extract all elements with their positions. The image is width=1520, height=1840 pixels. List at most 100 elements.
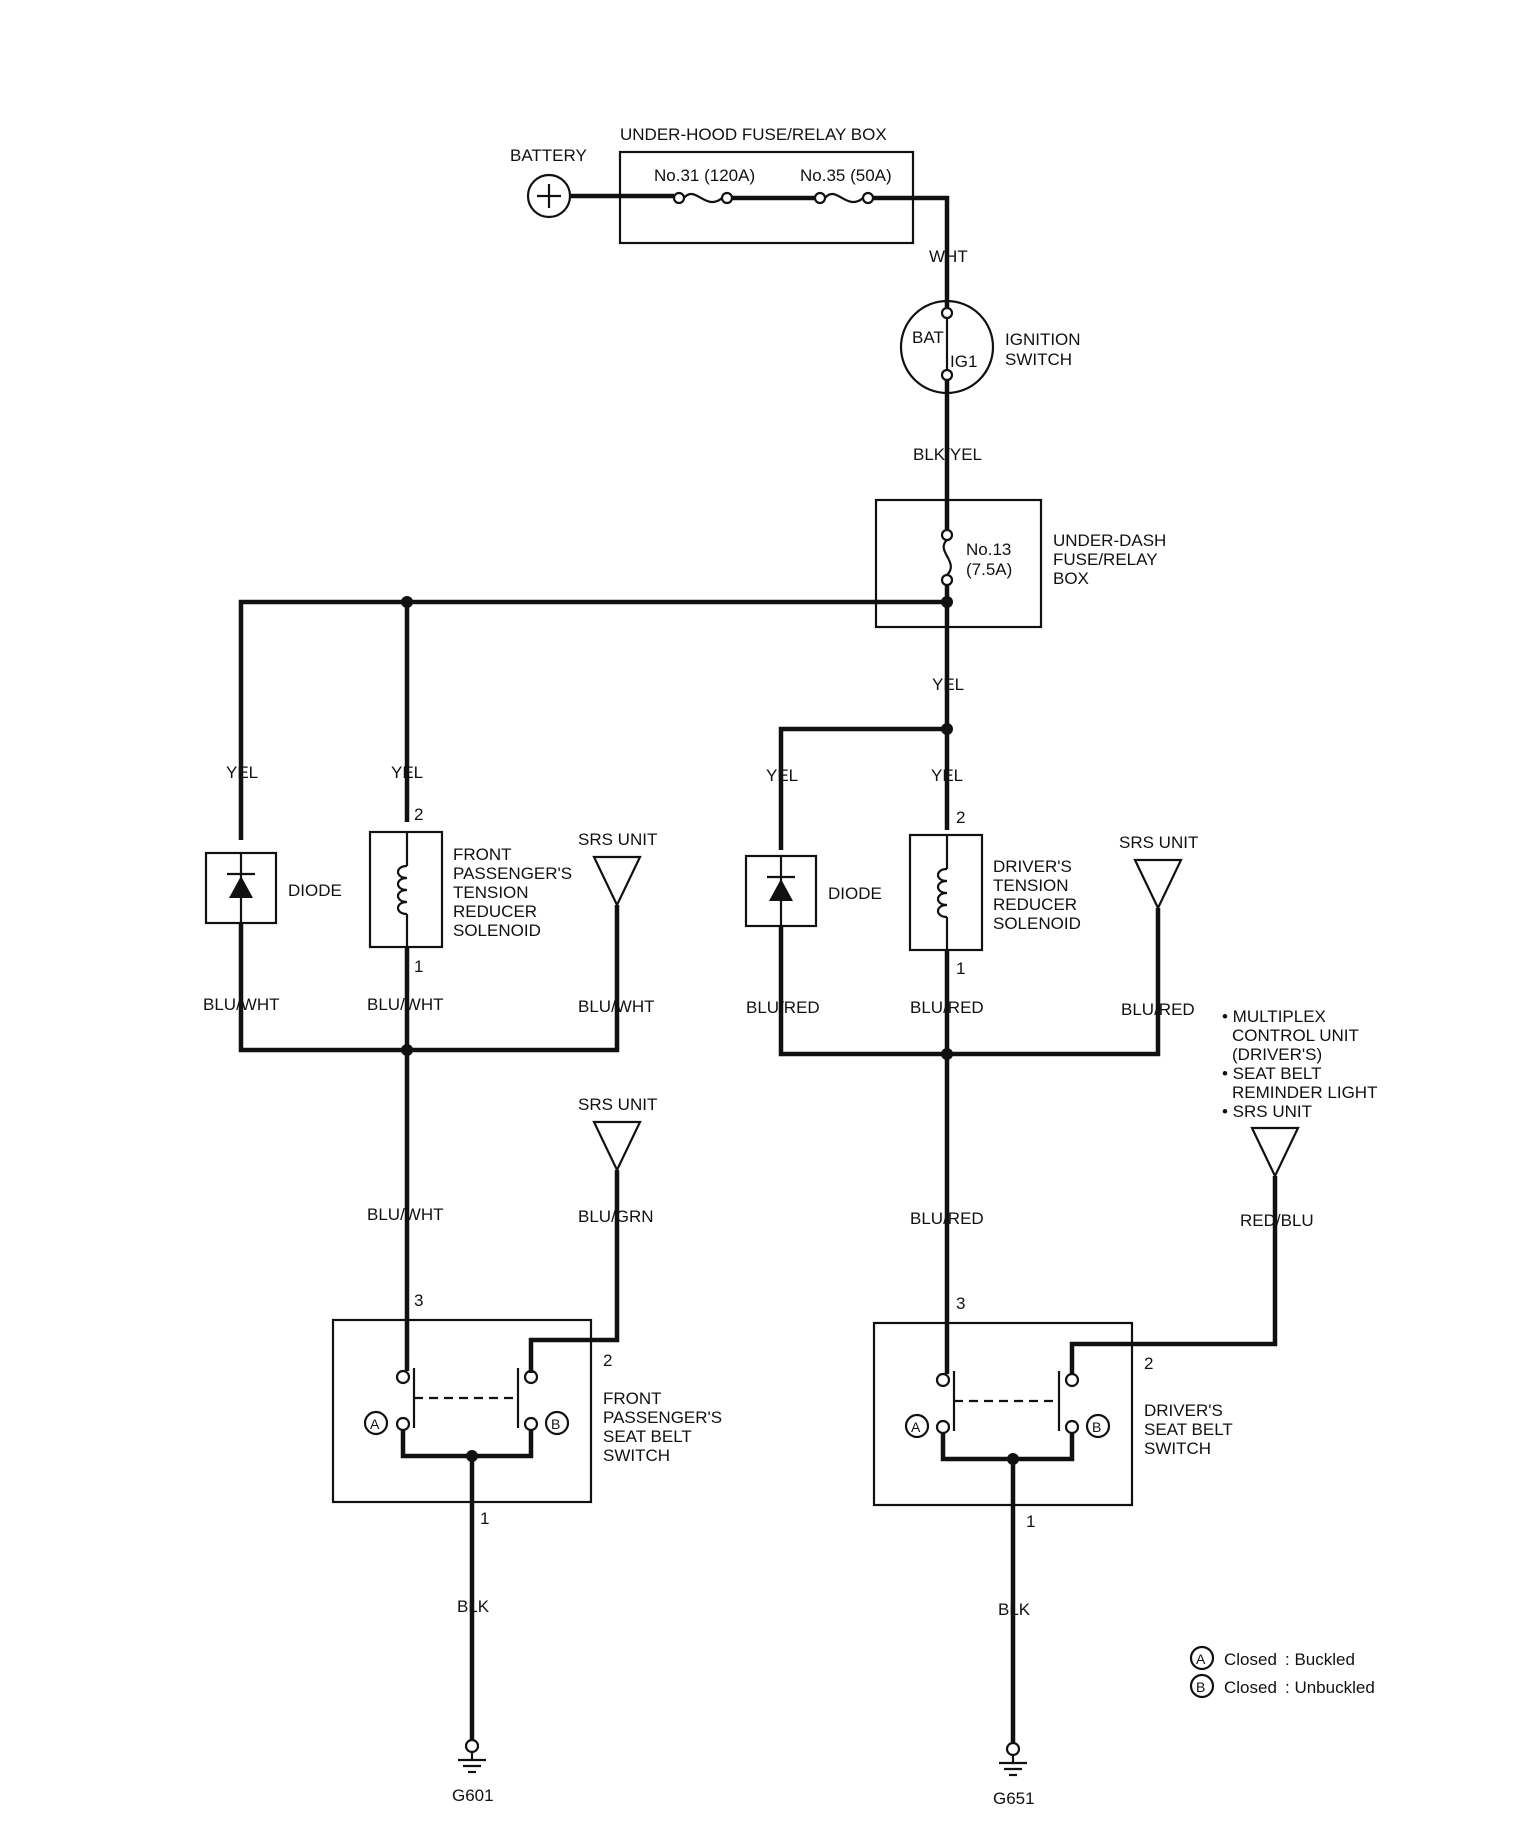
terminal-a-label: A [911, 1419, 921, 1435]
wire-yel-driver-diode [778, 726, 947, 850]
pin-number: 2 [956, 808, 965, 827]
srs-unit-label: SRS UNIT [578, 830, 657, 849]
passenger-seat-belt-switch: 3 2 1 A B FRONT PASSENGER'S SEAT BELT SW… [331, 1291, 722, 1528]
legend-b-marker: B [1196, 1679, 1205, 1695]
wire-label-yel: YEL [931, 766, 963, 785]
fuse-35-terminal [861, 191, 875, 205]
under-dash-label-2: FUSE/RELAY [1053, 550, 1158, 569]
terminal-b-label: B [1092, 1419, 1101, 1435]
ground-label: G651 [993, 1789, 1035, 1808]
srs-unit-label: SRS UNIT [578, 1095, 657, 1114]
wire-label-blu-wht: BLU/WHT [578, 997, 655, 1016]
solenoid-label: TENSION [453, 883, 529, 902]
driver-diode: DIODE [744, 854, 882, 928]
wire-label-blu-red: BLU/RED [746, 998, 820, 1017]
fuse-35-terminal [813, 191, 827, 205]
fuse-31-terminal [720, 191, 734, 205]
switch-label: FRONT [603, 1389, 662, 1408]
wire-label-blu-red: BLU/RED [910, 1209, 984, 1228]
solenoid-label: REDUCER [993, 895, 1077, 914]
terminal-b-icon [1189, 1673, 1215, 1699]
fuse-13-terminal [940, 573, 954, 587]
under-dash-fuse-relay-box: No.13 (7.5A) UNDER-DASH FUSE/RELAY BOX [874, 498, 1166, 629]
driver-tension-reducer-solenoid: 2 1 DRIVER'S TENSION REDUCER SOLENOID [908, 808, 1081, 978]
terminal-a-label: A [370, 1416, 380, 1432]
switch-label: SEAT BELT [603, 1427, 692, 1446]
connector-triangle-icon [1250, 1126, 1300, 1179]
wire-label-yel: YEL [766, 766, 798, 785]
switch-label: SWITCH [1144, 1439, 1211, 1458]
switch-label: DRIVER'S [1144, 1401, 1223, 1420]
fuse-13-rating: (7.5A) [966, 560, 1012, 579]
driver-srs-unit-1: SRS UNIT [1119, 833, 1198, 911]
srs-unit-label: SRS UNIT [1119, 833, 1198, 852]
wire-label-blk: BLK [457, 1597, 490, 1616]
wire-label-yel: YEL [226, 763, 258, 782]
wire-label-blu-wht: BLU/WHT [203, 995, 280, 1014]
solenoid-label: REDUCER [453, 902, 537, 921]
diode-label: DIODE [828, 884, 882, 903]
battery-label: BATTERY [510, 146, 587, 165]
coil-icon [396, 864, 408, 916]
fuse-31-icon [683, 192, 723, 204]
wire-label-yel: YEL [932, 675, 964, 694]
solenoid-label: SOLENOID [453, 921, 541, 940]
pin-number: 1 [956, 959, 965, 978]
ignition-switch: BAT IG1 IGNITION SWITCH [899, 299, 1081, 395]
terminal-b-icon [1085, 1413, 1111, 1439]
wire-label-blu-wht: BLU/WHT [367, 1205, 444, 1224]
fuse-31-label: No.31 (120A) [654, 166, 755, 185]
connector-triangle-icon [592, 855, 642, 908]
legend: A Closed : Buckled B Closed : Unbuckled [1189, 1645, 1375, 1699]
multiplex-label: CONTROL UNIT [1232, 1026, 1359, 1045]
passenger-srs-unit-2: SRS UNIT [578, 1095, 657, 1173]
solenoid-label: FRONT [453, 845, 512, 864]
legend-a-marker: A [1196, 1651, 1206, 1667]
wire-blu-wht-passenger-bus [238, 905, 620, 1053]
fuse-13-terminal [940, 528, 954, 542]
multiplex-label: • SEAT BELT [1222, 1064, 1322, 1083]
legend-b-state: Closed [1224, 1678, 1277, 1697]
wire-red-blu [1069, 1176, 1278, 1376]
connector-triangle-icon [592, 1120, 642, 1173]
pin-number: 2 [603, 1351, 612, 1370]
junction [941, 1048, 953, 1060]
coil-icon [936, 867, 948, 919]
multiplex-label: • MULTIPLEX [1222, 1007, 1326, 1026]
wire-label-blk-yel: BLK/YEL [913, 445, 982, 464]
pin-number: 1 [1026, 1512, 1035, 1531]
ig1-terminal-label: IG1 [950, 352, 977, 371]
terminal-a-icon [904, 1413, 930, 1439]
pin-number: 2 [1144, 1354, 1153, 1373]
fuse-31-terminal [672, 191, 686, 205]
junction [941, 596, 953, 608]
under-dash-label: UNDER-DASH [1053, 531, 1166, 550]
switch-label: PASSENGER'S [603, 1408, 722, 1427]
wire-wht [873, 195, 950, 308]
under-dash-label-3: BOX [1053, 569, 1089, 588]
pin-number: 3 [956, 1294, 965, 1313]
passenger-tension-reducer-solenoid: 2 1 FRONT PASSENGER'S TENSION REDUCER SO… [368, 805, 572, 976]
switch-label: SWITCH [603, 1446, 670, 1465]
wire-label-wht: WHT [929, 247, 968, 266]
terminal-b-icon [544, 1410, 570, 1436]
multiplex-label: (DRIVER'S) [1232, 1045, 1322, 1064]
wire-label-blu-red: BLU/RED [1121, 1000, 1195, 1019]
connector-triangle-icon [1133, 858, 1183, 911]
wire-label-blu-red: BLU/RED [910, 998, 984, 1017]
passenger-diode: DIODE [204, 851, 342, 925]
ground-label: G601 [452, 1786, 494, 1805]
under-hood-fuse-relay-box: UNDER-HOOD FUSE/RELAY BOX No.31 (120A) N… [618, 125, 915, 245]
switch-label: SEAT BELT [1144, 1420, 1233, 1439]
legend-a-state: Closed [1224, 1650, 1277, 1669]
passenger-srs-unit-1: SRS UNIT [578, 830, 657, 908]
wire-label-blu-grn: BLU/GRN [578, 1207, 654, 1226]
bat-terminal-label: BAT [912, 328, 944, 347]
legend-b-desc: : Unbuckled [1285, 1678, 1375, 1697]
multiplex-label: • SRS UNIT [1222, 1102, 1312, 1121]
pin-number: 3 [414, 1291, 423, 1310]
wire-label-red-blu: RED/BLU [1240, 1211, 1314, 1230]
fuse-13-label: No.13 [966, 540, 1011, 559]
under-hood-box-label: UNDER-HOOD FUSE/RELAY BOX [620, 125, 887, 144]
